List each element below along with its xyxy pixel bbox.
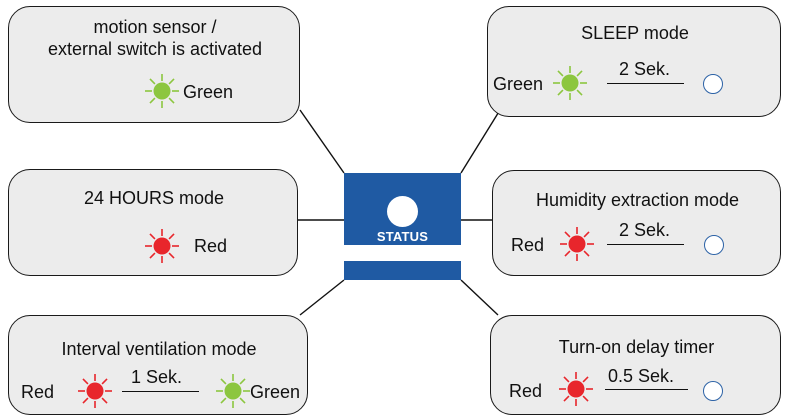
- sleep-duration: 2 Sek.: [619, 59, 671, 79]
- humidity-title: Humidity extraction mode: [535, 190, 740, 210]
- sleep-mode-box: SLEEP mode Green 2 Sek.: [487, 6, 781, 117]
- status-label: STATUS: [376, 229, 429, 244]
- interval-title: Interval ventilation mode: [61, 339, 257, 359]
- humidity-duration: 2 Sek.: [619, 220, 671, 240]
- humidity-duration-line: [607, 244, 684, 245]
- green-led-icon: [216, 374, 250, 408]
- status-panel-bottom: [344, 261, 461, 280]
- interval-left-label: Red: [21, 382, 55, 402]
- led-off-icon: [703, 74, 723, 94]
- interval-ventilation-box: Interval ventilation mode Red 1 Sek. Gre…: [8, 315, 308, 415]
- hours24-mode-box: 24 HOURS mode Red: [8, 169, 298, 276]
- sleep-title: SLEEP mode: [581, 23, 689, 43]
- interval-duration-line: [122, 391, 199, 392]
- delay-left-label: Red: [509, 381, 543, 401]
- sleep-duration-line: [607, 83, 684, 84]
- delay-title: Turn-on delay timer: [558, 337, 715, 357]
- delay-duration: 0.5 Sek.: [608, 366, 675, 386]
- interval-duration: 1 Sek.: [131, 367, 183, 387]
- motion-title-line2: external switch is activated: [47, 39, 263, 59]
- motion-led-label: Green: [183, 82, 234, 102]
- hours24-title: 24 HOURS mode: [83, 188, 225, 208]
- status-button[interactable]: [387, 196, 418, 227]
- red-led-icon: [78, 374, 112, 408]
- red-led-icon: [559, 372, 593, 406]
- red-led-icon: [560, 227, 594, 261]
- delay-duration-line: [605, 389, 688, 390]
- humidity-left-label: Red: [511, 235, 545, 255]
- led-off-icon: [703, 381, 723, 401]
- green-led-icon: [145, 74, 179, 108]
- motion-sensor-box: motion sensor / external switch is activ…: [8, 6, 300, 123]
- sleep-left-label: Green: [493, 74, 544, 94]
- turn-on-delay-box: Turn-on delay timer Red 0.5 Sek.: [490, 315, 781, 415]
- led-off-icon: [704, 235, 724, 255]
- humidity-extraction-box: Humidity extraction mode Red 2 Sek.: [492, 170, 781, 276]
- red-led-icon: [145, 229, 179, 263]
- status-panel: STATUS: [344, 173, 461, 280]
- interval-right-label: Green: [250, 382, 301, 402]
- hours24-led-label: Red: [194, 236, 228, 256]
- status-panel-gap: [344, 245, 461, 261]
- motion-title-line1: motion sensor /: [93, 17, 217, 37]
- green-led-icon: [553, 66, 587, 100]
